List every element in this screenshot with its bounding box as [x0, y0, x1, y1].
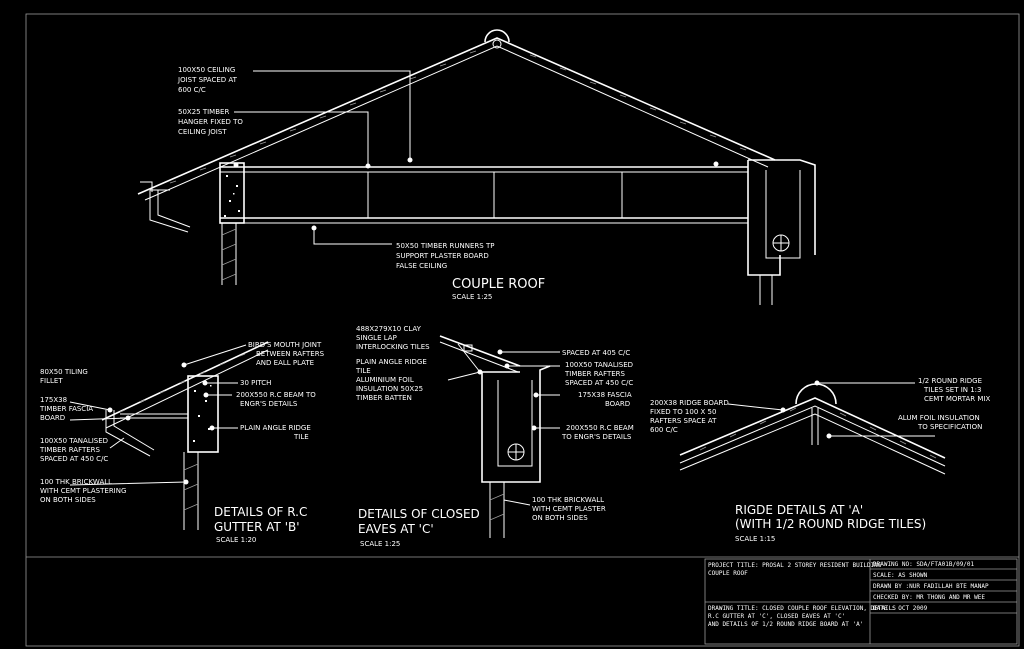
label-brickwall-b: 100 THK BRICKWALL WITH CEMT PLASTERING O…: [40, 478, 129, 504]
label-fascia-b: 175X38 TIMBER FASCIA BOARD: [39, 396, 95, 422]
tb-drawing-title-2: R.C GUTTER AT 'C', CLOSED EAVES AT 'C': [708, 613, 845, 620]
label-clay-tiles: 488X279X10 CLAY SINGLE LAP INTERLOCKING …: [356, 325, 430, 351]
half-round-ridge-tile: [795, 383, 837, 405]
roof-inner-line: [144, 45, 769, 201]
label-beam-c: 200X550 R.C BEAM TO ENGR'S DETAILS: [561, 424, 636, 441]
right-gutter-wall: [747, 159, 816, 276]
couple-roof-elevation: [137, 29, 816, 305]
label-tiling-fillet: 80X50 TILING FILLET: [40, 368, 90, 385]
tb-drawing-title-3: AND DETAILS OF 1/2 ROUND RIDGE BOARD AT …: [708, 621, 863, 628]
label-rafters-c: 100X50 TANALISED TIMBER RAFTERS SPACED A…: [564, 361, 635, 387]
tb-project-sub: COUPLE ROOF: [708, 570, 748, 577]
label-beam-b: 200X550 R.C BEAM TO ENGR'S DETAILS: [236, 391, 318, 408]
detail-rc-gutter: [69, 341, 269, 530]
label-alu-foil-a: ALUM FOIL INSULATION TO SPECIFICATION: [898, 414, 982, 431]
title-gutter: DETAILS OF R.C GUTTER AT 'B': [214, 505, 311, 534]
label-timber-hanger: 50X25 TIMBER HANGER FIXED TO CEILING JOI…: [178, 108, 245, 136]
title-couple-roof: COUPLE ROOF: [452, 277, 545, 292]
tb-date: DATE : OCT 2009: [873, 605, 928, 612]
beam-b: [187, 375, 219, 453]
roof-outline: [137, 37, 776, 195]
label-pitch: 30 PITCH: [240, 379, 271, 387]
left-beam: [219, 162, 245, 224]
label-runners: 50X50 TIMBER RUNNERS TP SUPPORT PLASTER …: [396, 242, 497, 270]
label-brickwall-c: 100 THK BRICKWALL WITH CEMT PLASTER ON B…: [532, 496, 608, 522]
ridge-rafters: [679, 397, 946, 459]
label-round-ridge: 1/2 ROUND RIDGE TILES SET IN 1:3 CEMT MO…: [918, 377, 990, 403]
label-ceiling-joist: 100X50 CEILING JOIST SPACED AT 600 C/C: [177, 66, 239, 94]
scale-couple-roof: SCALE 1:25: [452, 293, 492, 301]
sheet-border: [25, 13, 1020, 647]
label-plain-angle-b: PLAIN ANGLE RIDGE TILE: [240, 424, 313, 441]
rafter-c: [439, 335, 521, 367]
label-plain-angle-c: PLAIN ANGLE RIDGE TILE: [355, 358, 429, 375]
detail-ridge: [679, 380, 946, 475]
label-spaced-405: SPACED AT 405 C/C: [562, 349, 630, 357]
tb-drawn-by: DRAWN BY :NUR FADILLAH BTE MANAP: [873, 583, 989, 590]
scale-gutter: SCALE 1:20: [216, 536, 256, 544]
label-birds-mouth: BIRD'S MOUTH JOINT BETWEEN RAFTERS AND E…: [248, 341, 326, 367]
ridge-cap: [484, 29, 510, 43]
label-ridge-board: 200X38 RIDGE BOARD FIXED TO 100 X 50 RAF…: [650, 399, 731, 434]
label-fascia-c: 175X38 FASCIA BOARD: [578, 391, 634, 408]
tb-checked-by: CHECKED BY: MR THONG AND MR WEE: [873, 594, 985, 601]
tb-scale: SCALE: AS SHOWN: [873, 572, 928, 579]
scale-eaves: SCALE 1:25: [360, 540, 400, 548]
title-eaves: DETAILS OF CLOSED EAVES AT 'C': [358, 507, 484, 536]
tb-drawing-no: DRAWING NO: SDA/FTA01B/09/01: [873, 561, 975, 568]
tb-project-title: PROJECT TITLE: PROSAL 2 STOREY RESIDENT …: [708, 562, 882, 569]
title-ridge: RIGDE DETAILS AT 'A' (WITH 1/2 ROUND RID…: [735, 503, 926, 531]
scale-ridge: SCALE 1:15: [735, 535, 775, 543]
label-rafters-b: 100X50 TANALISED TIMBER RAFTERS SPACED A…: [39, 437, 110, 463]
label-alu-foil-c: ALUMINIUM FOIL INSULATION 50X25 TIMBER B…: [355, 376, 425, 402]
eaves-box: [481, 365, 551, 483]
tb-drawing-title-1: DRAWING TITLE: CLOSED COUPLE ROOF ELEVAT…: [708, 605, 896, 612]
title-block: [704, 558, 1018, 645]
detail-closed-eaves: [439, 335, 560, 538]
